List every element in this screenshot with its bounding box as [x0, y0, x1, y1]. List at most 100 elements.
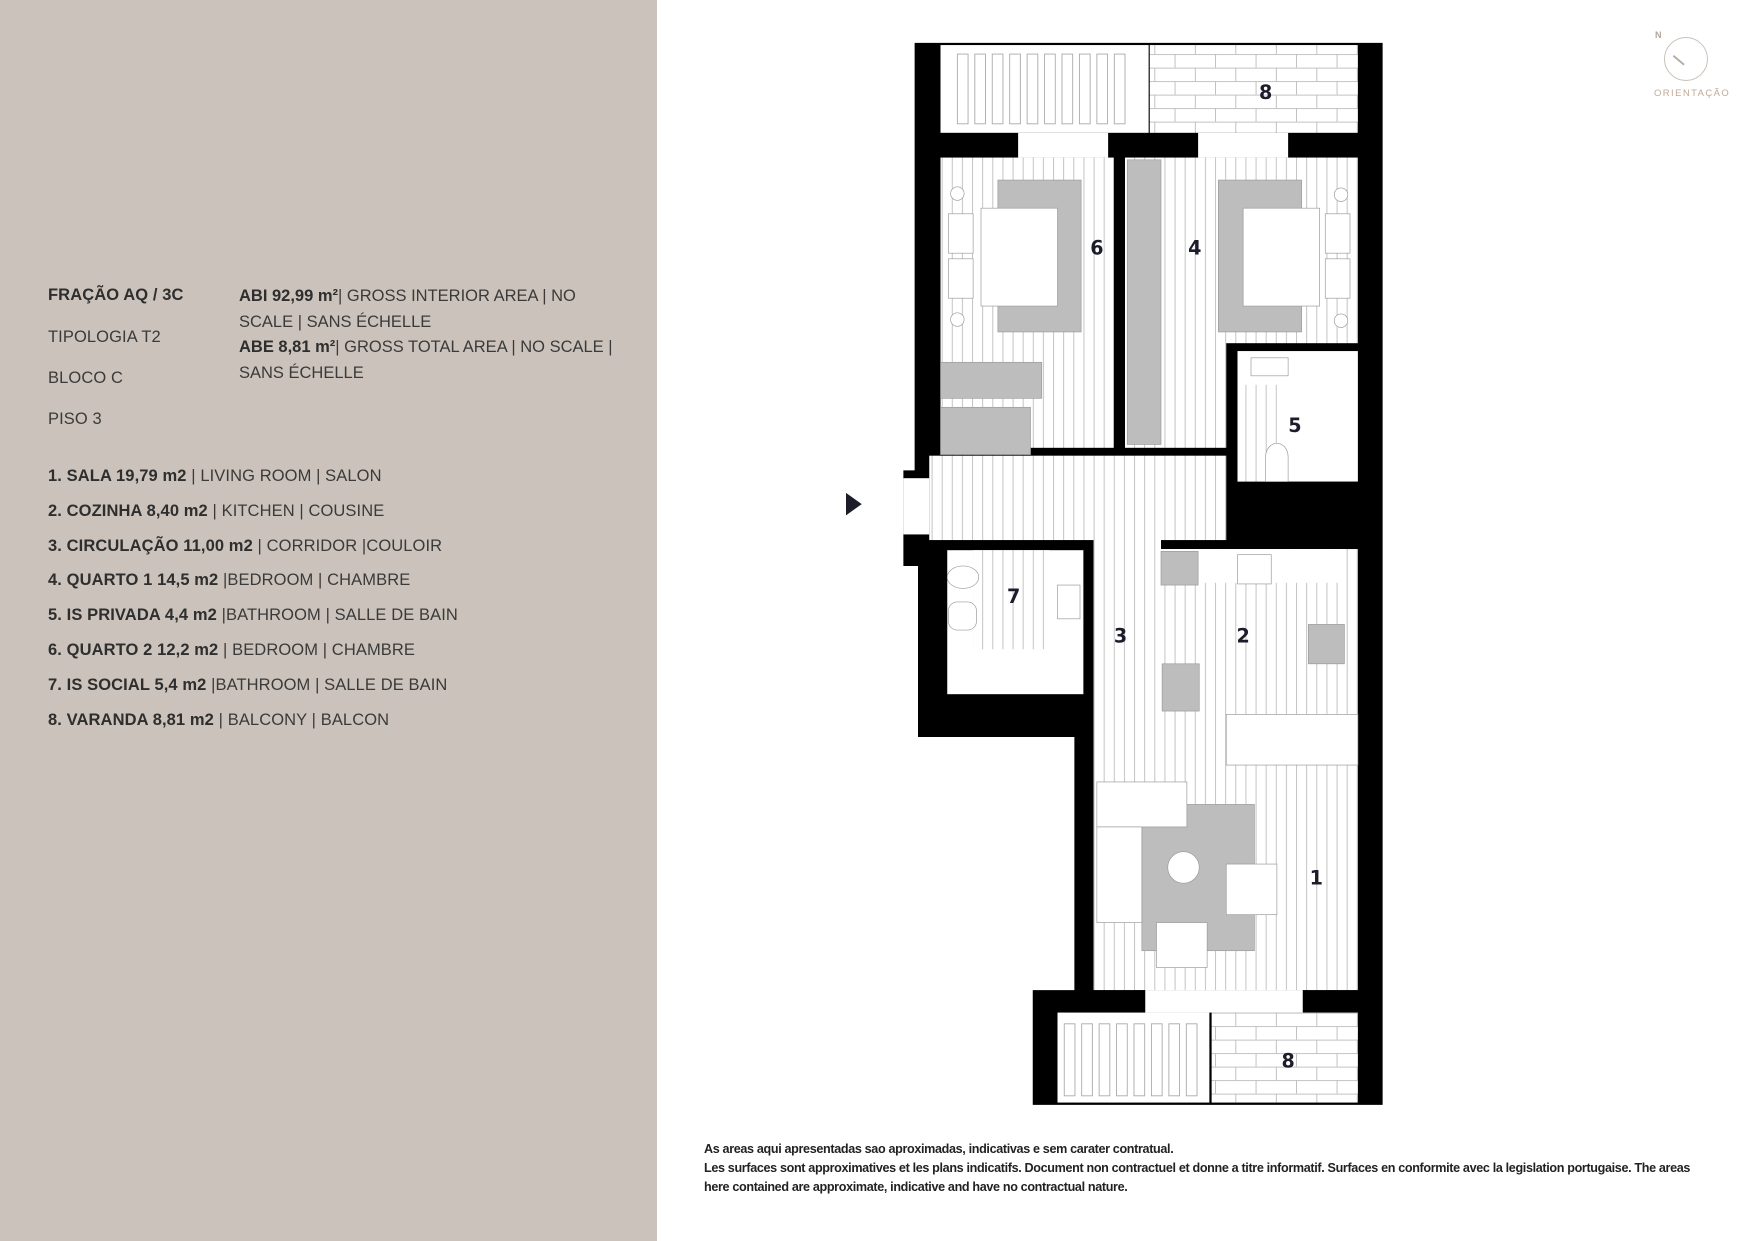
deck-slat: [1081, 1023, 1093, 1097]
plan-label-kitchen: 2: [1236, 624, 1249, 647]
deck-slat: [1061, 53, 1074, 125]
plan-label-bath-private: 5: [1288, 414, 1301, 437]
balcony-top-slats: [956, 53, 1126, 125]
corridor-storage: [940, 406, 1031, 455]
sink-social-bath: [1057, 584, 1081, 620]
deck-slat: [1026, 53, 1039, 125]
deck-slat: [1044, 53, 1056, 125]
deck-slat: [1098, 1023, 1111, 1097]
mattress-bedroom-2: [980, 207, 1058, 307]
room-name-area: 4. QUARTO 1 14,5 m2: [48, 571, 219, 590]
room-list-item: 3. CIRCULAÇÃO 11,00 m2 | CORRIDOR |COULO…: [48, 537, 442, 556]
plan-label-bedroom-1: 4: [1188, 236, 1201, 259]
room-name-area: 2. COZINHA 8,40 m2: [48, 501, 208, 520]
room-list-item: 1. SALA 19,79 m2 | LIVING ROOM | SALON: [48, 467, 382, 486]
room-translation: | BALCONY | BALCON: [213, 710, 390, 729]
room-translation: | LIVING ROOM | SALON: [186, 467, 382, 485]
plan-label-bath-social: 7: [1007, 585, 1020, 608]
bedside-lamp: [950, 312, 965, 327]
deck-slat: [1150, 1023, 1163, 1097]
room-list-item: 6. QUARTO 2 12,2 m2 | BEDROOM | CHAMBRE: [48, 641, 415, 660]
bedside-lamp: [950, 186, 965, 201]
room-translation: |BEDROOM | CHAMBRE: [218, 571, 411, 590]
entrance-door-opening: [903, 478, 930, 535]
bedroom-1-balcony-opening: [1198, 132, 1289, 158]
furniture: [940, 159, 1345, 952]
deck-slat: [991, 53, 1004, 125]
room-name-area: 7. IS SOCIAL 5,4 m2: [48, 675, 207, 694]
room-translation: | KITCHEN | COUSINE: [207, 501, 385, 520]
typology-label: TIPOLOGIA T2: [48, 328, 161, 346]
block-label: BLOCO C: [48, 369, 123, 387]
deck-slat: [956, 53, 969, 125]
room-list-item: 4. QUARTO 1 14,5 m2 |BEDROOM | CHAMBRE: [48, 571, 410, 590]
wardrobe-bedroom-2: [940, 361, 1043, 399]
sofa: [1096, 826, 1143, 923]
deck-slat: [1168, 1023, 1181, 1097]
sofa: [1096, 781, 1188, 828]
room-translation: |BATHROOM | SALLE DE BAIN: [206, 675, 448, 694]
toilet-private-bath: [1265, 442, 1289, 482]
deck-slat: [1116, 1023, 1128, 1097]
orientation-label: ORIENTAÇÃO: [1654, 88, 1731, 99]
armchair: [1156, 922, 1208, 968]
balcony-top-tiles: [1149, 45, 1358, 133]
toilet-social-bath: [946, 565, 980, 589]
room-name-area: 6. QUARTO 2 12,2 m2: [48, 641, 219, 659]
plan-label-living: 1: [1310, 866, 1323, 889]
deck-slat: [1009, 53, 1021, 125]
cooktop: [1237, 554, 1272, 585]
disclaimer: As areas aqui apresentadas sao aproximad…: [704, 1140, 1714, 1197]
deck-slat: [1133, 1023, 1146, 1097]
plan-label-balcony: 8: [1259, 81, 1272, 104]
mattress-bedroom-1: [1242, 207, 1320, 307]
gross-interior-area: ABI 92,99 m²| GROSS INTERIOR AREA | NO S…: [239, 287, 576, 331]
pillow: [948, 258, 974, 299]
armchair: [1225, 863, 1278, 916]
north-label: N: [1655, 30, 1662, 40]
gross-total-area: ABE 8,81 m²| GROSS TOTAL AREA | NO SCALE…: [239, 338, 613, 382]
kitchen-cabinet: [1161, 663, 1200, 712]
room-translation: |BATHROOM | SALLE DE BAIN: [216, 606, 458, 625]
deck-slat: [1113, 53, 1126, 125]
bidet-social-bath: [948, 601, 977, 631]
floor-label: PISO 3: [48, 410, 102, 428]
pillow: [1324, 258, 1351, 299]
deck-slat: [1185, 1023, 1198, 1097]
fraction-label: FRAÇÃO AQ / 3C: [48, 286, 184, 304]
coffee-table: [1167, 851, 1200, 884]
plan-label-bedroom-2: 6: [1090, 236, 1103, 259]
fixtures: [946, 186, 1359, 968]
room-list-item: 8. VARANDA 8,81 m2 | BALCONY | BALCON: [48, 711, 389, 730]
room-list-item: 7. IS SOCIAL 5,4 m2 |BATHROOM | SALLE DE…: [48, 676, 447, 695]
room-list-item: 5. IS PRIVADA 4,4 m2 |BATHROOM | SALLE D…: [48, 606, 458, 625]
fridge: [1308, 624, 1345, 665]
plan-label-corridor: 3: [1114, 624, 1127, 647]
sink-private-bath: [1250, 357, 1289, 377]
entrance-arrow-icon: [846, 492, 862, 516]
disclaimer-line: As areas aqui apresentadas sao aproximad…: [704, 1142, 1174, 1156]
pillow: [1324, 213, 1351, 254]
compass-ring: [1664, 37, 1708, 81]
room-translation: | CORRIDOR |COULOIR: [252, 536, 443, 555]
room-translation: | BEDROOM | CHAMBRE: [218, 641, 416, 659]
deck-slat: [1063, 1023, 1076, 1097]
deck-slat: [1096, 53, 1109, 125]
room-name-area: 3. CIRCULAÇÃO 11,00 m2: [48, 536, 253, 555]
dining-table: [1225, 714, 1359, 766]
bedroom-2-balcony-opening: [1018, 132, 1109, 158]
bedside-lamp: [1333, 313, 1349, 328]
wardrobe-bedroom-1: [1126, 159, 1162, 445]
pillow: [948, 213, 974, 254]
kitchen-counter-unit: [1160, 550, 1199, 586]
living-balcony-opening: [1145, 990, 1303, 1013]
plan-label-balcony-bottom: 8: [1281, 1050, 1294, 1073]
info-panel: [0, 0, 657, 1241]
room-name-area: 5. IS PRIVADA 4,4 m2: [48, 606, 217, 625]
disclaimer-line: Les surfaces sont approximatives et les …: [704, 1161, 1691, 1194]
balcony-bottom-slats: [1063, 1023, 1198, 1097]
room-name-area: 8. VARANDA 8,81 m2: [48, 710, 214, 729]
plan-labels: 8 6 4 5 7 3 2 1 8: [1007, 81, 1323, 1073]
compass-icon: N ORIENTAÇÃO: [1650, 28, 1730, 108]
room-list-item: 2. COZINHA 8,40 m2 | KITCHEN | COUSINE: [48, 502, 384, 521]
